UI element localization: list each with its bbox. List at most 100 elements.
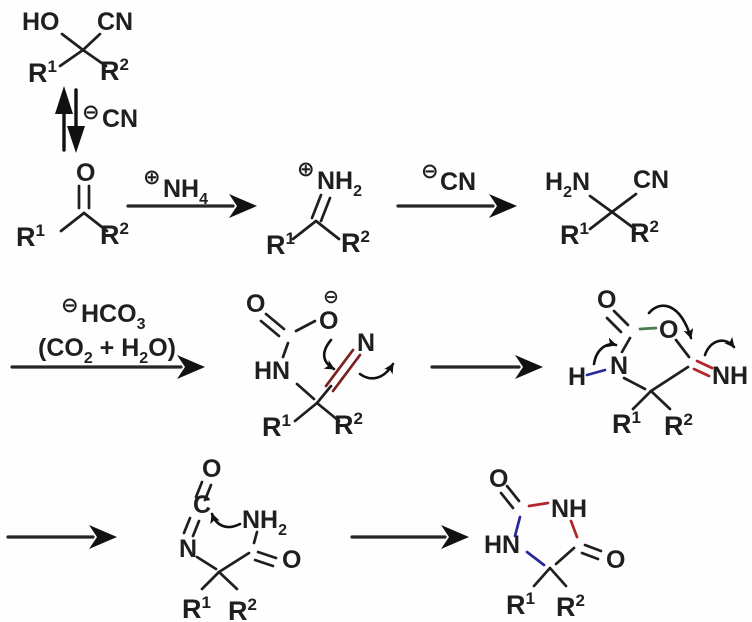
molecule-iminium: ⊕ NH2 R1 R2 (266, 158, 370, 260)
reagent-nh4: NH4 (163, 175, 208, 208)
atom-label-o: O (76, 159, 95, 187)
reagent-hco3: HCO3 (81, 300, 146, 333)
atom-label-ring-hn: HN (484, 531, 520, 559)
reagent-co2-h2o: (CO2 + H2O) (38, 334, 176, 367)
reagent-label-bicarbonate: ⊖ HCO3 (CO2 + H2O) (38, 294, 176, 367)
atom-label-isocyanate-o: O (202, 455, 221, 483)
carbonyl-double-bond-right (580, 543, 603, 561)
arrowhead (441, 525, 469, 549)
atom-label-o-minus: O (319, 307, 338, 335)
ring-bond-n3-c4 (569, 519, 579, 539)
skeleton-bonds (588, 192, 638, 231)
amide-double-bond (253, 550, 278, 568)
r2-label: R2 (228, 595, 257, 622)
ring-bond-c4-c5 (554, 546, 576, 566)
equilibrium-arrows: ⊖ CN (55, 86, 138, 153)
molecule-carbamate-nitrile: O ⊖ O HN N R1 R2 (246, 287, 395, 442)
molecule-cyanohydrin: HO CN R1 R2 (22, 8, 133, 88)
ring-bond-c2-n3 (527, 501, 550, 508)
skeleton-bonds (58, 32, 108, 68)
plus-charge-icon: ⊕ (143, 166, 161, 189)
r1-label: R1 (612, 408, 641, 439)
minus-charge-icon: ⊖ (61, 294, 79, 317)
atom-label-cn: CN (633, 166, 669, 194)
r1-label: R1 (560, 219, 589, 250)
molecule-hydantoin: O NH O HN R1 R2 (484, 465, 625, 622)
atom-label-nh2: NH2 (317, 167, 362, 200)
atom-label-amide-nh2: NH2 (242, 506, 287, 539)
c-n-double-bond (182, 516, 201, 538)
imine-double-bond (310, 193, 332, 223)
atom-label-ring-n: N (610, 352, 628, 380)
reaction-arrow-6 (350, 525, 469, 549)
molecule-isocyanate-amide: O C N NH2 O R1 R2 (179, 455, 301, 622)
r2-label: R2 (664, 410, 693, 441)
molecule-aminonitrile: H2N CN R1 R2 (545, 166, 669, 250)
atom-label-o-left: O (489, 465, 508, 493)
imine-double-bond (692, 359, 714, 378)
ring-bond-n1-c2 (513, 515, 522, 538)
r1-label: R1 (28, 57, 57, 88)
atom-label-exo-o: O (597, 286, 616, 314)
reaction-arrow-5 (6, 525, 117, 549)
r2-label: R2 (334, 409, 363, 440)
carbonyl-double-bond (77, 184, 91, 210)
electron-pushing-arrow-o-to-nitrile (322, 338, 336, 371)
atom-label-nitrile-n: N (357, 329, 375, 357)
r1-label: R1 (182, 593, 211, 622)
r2-label: R2 (100, 219, 129, 250)
up-arrowhead (55, 86, 73, 114)
skeleton-bonds (532, 566, 568, 588)
atom-label-o-right: O (606, 546, 625, 574)
electron-pushing-arrow-ring-o (647, 304, 694, 340)
r2-label: R2 (630, 217, 659, 248)
atom-label-cyanide: CN (102, 105, 138, 133)
r1-label: R1 (16, 221, 45, 252)
plus-charge-icon: ⊕ (297, 158, 315, 181)
atom-label-isocyanate-n: N (179, 535, 197, 563)
skeleton-bonds (291, 219, 341, 241)
carbonyl-double-bond (259, 312, 286, 338)
arrowhead (177, 355, 205, 379)
arrowhead (515, 355, 543, 379)
atom-label-ring-o: O (659, 316, 678, 344)
ring-bond-c2-o1 (638, 326, 658, 331)
reaction-arrow-3: ⊖ HCO3 (CO2 + H2O) (10, 294, 205, 379)
o-c-double-bond (194, 480, 213, 502)
ring-bond-c5-n1 (525, 550, 546, 567)
minus-charge-icon: ⊖ (323, 287, 339, 308)
electron-pushing-arrow-pi-to-n (358, 362, 395, 380)
bond-h-n (585, 368, 607, 377)
atom-label-h2n: H2N (545, 168, 590, 201)
reagent-label-ammonium: ⊕ NH4 (143, 166, 208, 208)
electron-pushing-arrow-nh2-to-c (210, 512, 242, 529)
reaction-arrow-1: ⊕ NH4 (126, 166, 257, 218)
r1-label: R1 (506, 589, 535, 620)
nitrile-triple-bond (324, 348, 362, 393)
carbonyl-double-bond-left (499, 484, 521, 510)
arrowhead (229, 194, 257, 218)
reagent-cn: CN (440, 168, 476, 196)
atom-label-n-h: H (568, 363, 586, 391)
skeleton-bonds (195, 530, 259, 591)
r1-label: R1 (266, 229, 295, 260)
reaction-arrow-2: ⊖ CN (396, 160, 517, 218)
atom-label-amide-o: O (282, 546, 301, 574)
atom-label-cn: CN (97, 8, 133, 36)
skeleton-bonds (59, 211, 109, 233)
atom-label-ring-nh: NH (551, 495, 587, 523)
atom-label-ho: HO (22, 8, 60, 36)
atom-label-hn: HN (254, 357, 290, 385)
electron-pushing-arrow-nh (592, 337, 618, 366)
r2-label: R2 (556, 591, 585, 622)
r2-label: R2 (100, 55, 129, 86)
atom-label-isocyanate-c: C (193, 491, 211, 519)
molecule-imino-oxazolidinone: O O NH N H R1 R2 (568, 286, 748, 441)
minus-charge-icon: ⊖ (82, 101, 100, 124)
minus-charge-icon: ⊖ (421, 160, 439, 183)
arrowhead (89, 525, 117, 549)
ring-bonds (620, 336, 690, 411)
atom-label-imine-nh: NH (712, 362, 748, 390)
